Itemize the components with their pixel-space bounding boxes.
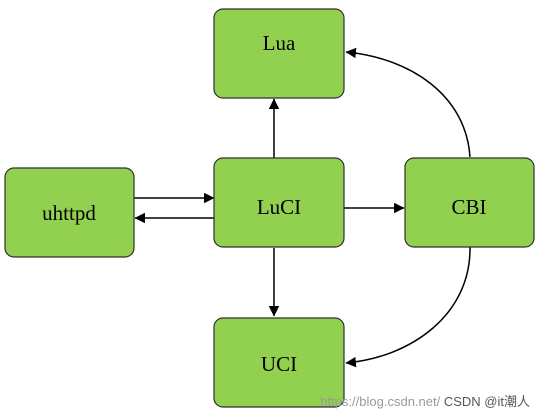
node-lua-label: Lua — [263, 31, 296, 55]
edge-cbi-to-lua — [345, 47, 471, 158]
node-uhttpd-label: uhttpd — [42, 201, 96, 225]
node-luci-label: LuCI — [257, 195, 301, 219]
node-cbi: CBI — [404, 157, 535, 248]
edge-cbi-to-uci — [345, 246, 471, 368]
watermark-url: https://blog.csdn.net/ — [320, 394, 441, 409]
node-cbi-label: CBI — [451, 195, 486, 219]
node-uhttpd: uhttpd — [4, 167, 135, 258]
node-uci-label: UCI — [261, 352, 297, 376]
node-uci: UCI — [213, 317, 345, 408]
watermark-brand: CSDN @it潮人 — [443, 394, 530, 409]
node-lua: Lua — [213, 8, 345, 99]
node-luci: LuCI — [213, 157, 345, 248]
watermark: https://blog.csdn.net/ CSDN @it潮人 — [320, 391, 530, 410]
